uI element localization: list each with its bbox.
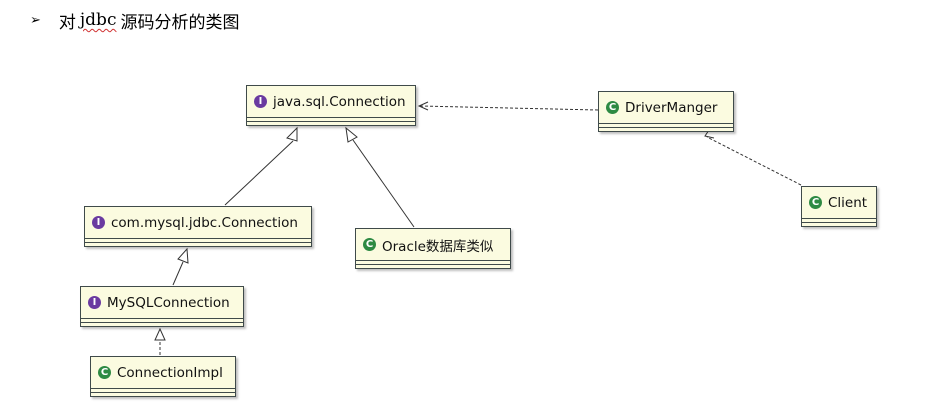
node-label: com.mysql.jdbc.Connection (111, 214, 298, 231)
page-heading: ➢ 对 jdbc 源码分析的类图 (30, 8, 240, 33)
interface-icon: I (92, 216, 105, 229)
class-icon: C (363, 238, 376, 251)
heading-suffix: 源码分析的类图 (120, 12, 240, 33)
uml-interface-mysql-connection[interactable]: I MySQLConnection (80, 286, 244, 327)
class-icon: C (606, 101, 619, 114)
uml-class-oracle-similar[interactable]: C Oracle数据库类似 (355, 228, 511, 269)
uml-class-client[interactable]: C Client (801, 186, 877, 227)
node-label: Client (828, 194, 868, 211)
edge-connectionimpl-to-mysqlconnection (154, 327, 166, 355)
node-label: DriverManger (625, 99, 718, 116)
node-label: MySQLConnection (107, 294, 230, 311)
edge-client-to-drivermanger (704, 129, 802, 186)
node-label: java.sql.Connection (273, 93, 406, 110)
node-label: ConnectionImpl (117, 364, 223, 381)
class-icon: C (809, 196, 822, 209)
heading-keyword: jdbc (79, 10, 117, 30)
edge-mysqlconnection-to-mysqljdbc (172, 247, 189, 286)
uml-class-connection-impl[interactable]: C ConnectionImpl (90, 356, 236, 397)
edge-oracle-to-connection (345, 126, 415, 228)
uml-class-driver-manger[interactable]: C DriverManger (598, 91, 734, 132)
heading-prefix: 对 (58, 12, 76, 33)
arrow-bullet-icon: ➢ (30, 12, 41, 28)
edge-drivermanger-to-connection (417, 101, 599, 111)
edge-mysqljdbc-to-connection (224, 126, 298, 206)
class-icon: C (98, 366, 111, 379)
interface-icon: I (254, 95, 267, 108)
interface-icon: I (88, 296, 101, 309)
node-label: Oracle数据库类似 (382, 238, 494, 255)
